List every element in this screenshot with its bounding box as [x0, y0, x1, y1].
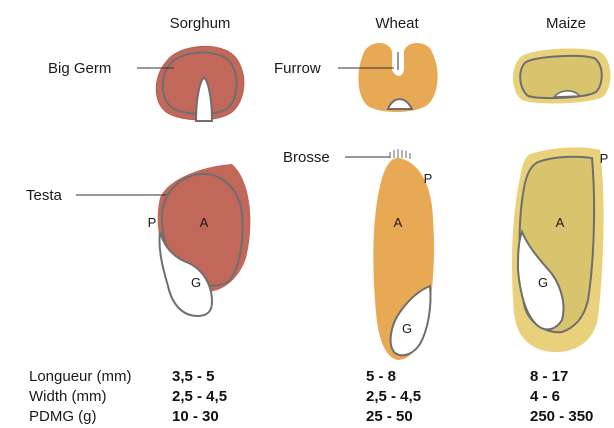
sorghum-cross-section [156, 46, 244, 121]
column-header-maize: Maize [546, 15, 586, 32]
table-cell-maize: 250 - 350 [530, 408, 593, 425]
table-cell-sorghum: 10 - 30 [172, 408, 219, 425]
table-cell-maize: 4 - 6 [530, 388, 560, 405]
wheat-germ-label: G [402, 321, 412, 336]
table-row-length: Longueur (mm) 3,5 - 5 5 - 8 8 - 17 [29, 368, 568, 385]
wheat-longitudinal-section: P A G [373, 149, 434, 360]
maize-albumen-label: A [556, 215, 565, 230]
table-cell-wheat: 5 - 8 [366, 368, 396, 385]
table-row-label: Width (mm) [29, 388, 107, 405]
table-cell-sorghum: 2,5 - 4,5 [172, 388, 227, 405]
table-row-width: Width (mm) 2,5 - 4,5 2,5 - 4,5 4 - 6 [29, 388, 560, 405]
furrow-callout-label: Furrow [274, 60, 321, 77]
wheat-albumen-label: A [394, 215, 403, 230]
table-cell-wheat: 25 - 50 [366, 408, 413, 425]
measurement-table: Longueur (mm) 3,5 - 5 5 - 8 8 - 17 Width… [29, 368, 593, 425]
sorghum-germ-label: G [191, 275, 201, 290]
sorghum-longitudinal-section: P A G [148, 164, 251, 316]
table-cell-sorghum: 3,5 - 5 [172, 368, 215, 385]
brosse-callout-label: Brosse [283, 149, 330, 166]
wheat-cross-section [358, 43, 437, 112]
table-row-label: PDMG (g) [29, 408, 97, 425]
big-germ-callout-label: Big Germ [48, 60, 111, 77]
column-header-sorghum: Sorghum [170, 15, 231, 32]
testa-callout-label: Testa [26, 187, 63, 204]
maize-pericarp-label: P [600, 151, 609, 166]
column-header-wheat: Wheat [375, 15, 419, 32]
wheat-pericarp-label: P [424, 171, 433, 186]
table-row-label: Longueur (mm) [29, 368, 132, 385]
table-row-pdmg: PDMG (g) 10 - 30 25 - 50 250 - 350 [29, 408, 593, 425]
table-cell-maize: 8 - 17 [530, 368, 568, 385]
sorghum-pericarp-label: P [148, 215, 157, 230]
table-cell-wheat: 2,5 - 4,5 [366, 388, 421, 405]
maize-germ-label: G [538, 275, 548, 290]
maize-cross-section [513, 49, 610, 104]
wheat-brosse-hairs [390, 149, 410, 159]
maize-longitudinal-section: P A G [512, 147, 608, 352]
sorghum-albumen-label: A [200, 215, 209, 230]
